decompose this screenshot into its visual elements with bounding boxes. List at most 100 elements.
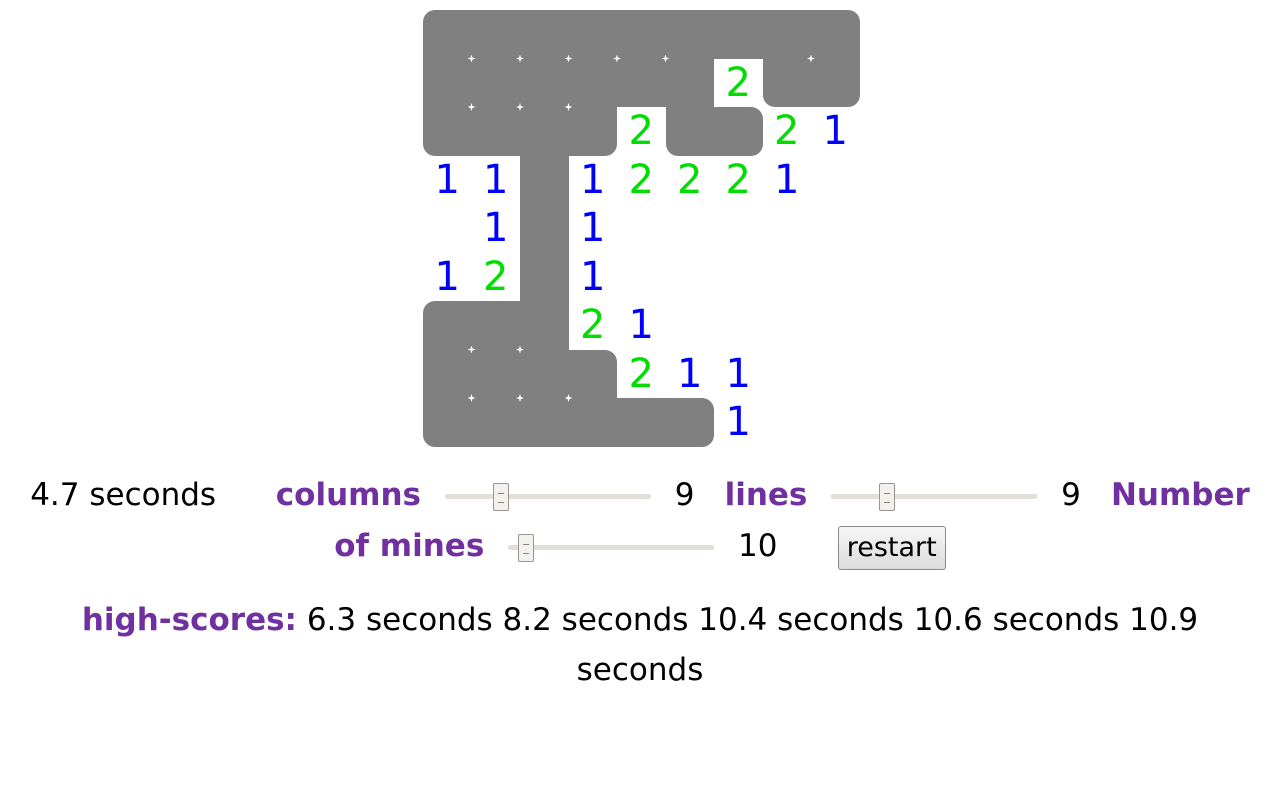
number-cell[interactable]: 1	[763, 156, 812, 205]
empty-cell[interactable]	[666, 253, 715, 302]
empty-cell[interactable]	[811, 253, 860, 302]
covered-cell[interactable]	[520, 204, 569, 253]
empty-cell[interactable]	[617, 204, 666, 253]
covered-cell[interactable]	[617, 398, 666, 447]
number-cell[interactable]: 1	[714, 350, 763, 399]
columns-value: 9	[674, 477, 695, 513]
number-cell[interactable]: 1	[714, 398, 763, 447]
number-cell[interactable]: 2	[763, 107, 812, 156]
covered-cell[interactable]	[811, 58, 860, 107]
grid-sparkle-icon	[564, 103, 573, 111]
empty-cell[interactable]	[811, 398, 860, 447]
number-cell[interactable]: 2	[714, 156, 763, 205]
covered-cell[interactable]	[471, 301, 524, 354]
number-cell[interactable]: 1	[472, 156, 521, 205]
empty-cell[interactable]	[423, 204, 472, 253]
number-cell[interactable]: 1	[569, 204, 618, 253]
covered-cell[interactable]	[568, 349, 617, 398]
covered-cell[interactable]	[520, 398, 569, 447]
mine-count: 1	[483, 156, 509, 203]
number-cell[interactable]: 1	[811, 107, 860, 156]
lines-slider[interactable]	[831, 482, 1038, 512]
covered-cell[interactable]	[423, 398, 472, 447]
mine-count: 1	[725, 350, 751, 397]
mine-count: 2	[628, 156, 654, 203]
empty-cell[interactable]	[666, 301, 715, 350]
covered-cell[interactable]	[665, 398, 714, 447]
number-cell[interactable]: 1	[423, 253, 472, 302]
covered-cell[interactable]	[520, 107, 569, 156]
restart-button[interactable]: restart	[837, 525, 946, 570]
covered-cell[interactable]	[520, 58, 573, 111]
number-cell[interactable]: 1	[569, 156, 618, 205]
covered-cell[interactable]	[665, 107, 714, 156]
elapsed-timer: 4.7 seconds	[30, 477, 217, 513]
number-cell[interactable]: 2	[714, 59, 763, 108]
number-cell[interactable]: 2	[617, 156, 666, 205]
mines-slider[interactable]	[508, 533, 715, 563]
covered-cell[interactable]	[568, 10, 621, 63]
number-cell[interactable]: 2	[569, 301, 618, 350]
covered-cell[interactable]	[811, 10, 860, 59]
covered-cell[interactable]	[520, 10, 573, 63]
covered-cell[interactable]	[423, 58, 476, 111]
empty-cell[interactable]	[714, 301, 763, 350]
number-cell[interactable]: 2	[617, 350, 666, 399]
empty-cell[interactable]	[763, 398, 812, 447]
covered-cell[interactable]	[423, 107, 472, 156]
number-cell[interactable]: 1	[666, 350, 715, 399]
covered-cell[interactable]	[471, 107, 520, 156]
empty-cell[interactable]	[811, 204, 860, 253]
columns-slider[interactable]	[444, 482, 651, 512]
covered-cell[interactable]	[423, 349, 476, 402]
number-cell[interactable]: 1	[423, 156, 472, 205]
grid-sparkle-icon	[467, 103, 476, 111]
covered-cell[interactable]	[617, 10, 670, 63]
number-cell[interactable]: 2	[617, 107, 666, 156]
covered-cell[interactable]	[762, 58, 811, 107]
empty-cell[interactable]	[763, 204, 812, 253]
empty-cell[interactable]	[617, 253, 666, 302]
empty-cell[interactable]	[763, 253, 812, 302]
covered-cell[interactable]	[423, 301, 476, 354]
covered-cell[interactable]	[568, 398, 617, 447]
covered-cell[interactable]	[520, 155, 569, 204]
empty-cell[interactable]	[714, 253, 763, 302]
covered-cell[interactable]	[520, 252, 569, 301]
empty-cell[interactable]	[763, 350, 812, 399]
covered-cell[interactable]	[520, 349, 573, 402]
number-cell[interactable]: 2	[472, 253, 521, 302]
empty-cell[interactable]	[763, 301, 812, 350]
mines-label-part1: Number	[1110, 477, 1250, 513]
empty-cell[interactable]	[811, 156, 860, 205]
empty-cell[interactable]	[666, 204, 715, 253]
empty-cell[interactable]	[714, 204, 763, 253]
number-cell[interactable]: 1	[569, 253, 618, 302]
covered-cell[interactable]	[520, 301, 569, 350]
covered-cell[interactable]	[568, 58, 617, 107]
covered-cell[interactable]	[471, 10, 524, 63]
covered-cell[interactable]	[471, 58, 524, 111]
empty-cell[interactable]	[811, 301, 860, 350]
covered-cell[interactable]	[423, 10, 476, 63]
covered-cell[interactable]	[762, 10, 815, 63]
number-cell[interactable]: 2	[666, 156, 715, 205]
lines-slider-thumb[interactable]	[879, 482, 896, 511]
high-scores: high-scores: 6.3 seconds 8.2 seconds 10.…	[40, 595, 1240, 695]
covered-cell[interactable]	[617, 58, 666, 107]
number-cell[interactable]: 1	[617, 301, 666, 350]
covered-cell[interactable]	[714, 107, 763, 156]
columns-slider-thumb[interactable]	[492, 482, 509, 511]
empty-cell[interactable]	[811, 350, 860, 399]
covered-cell[interactable]	[714, 10, 763, 59]
mines-slider-thumb[interactable]	[518, 533, 535, 562]
covered-cell[interactable]	[665, 10, 714, 59]
mine-count: 2	[628, 108, 654, 155]
covered-cell[interactable]	[471, 398, 520, 447]
covered-cell[interactable]	[665, 58, 714, 107]
grid-sparkle-icon	[516, 394, 524, 402]
covered-cell[interactable]	[568, 107, 617, 156]
covered-cell[interactable]	[471, 349, 524, 402]
mines-label-part2: of mines	[334, 528, 485, 564]
number-cell[interactable]: 1	[472, 204, 521, 253]
